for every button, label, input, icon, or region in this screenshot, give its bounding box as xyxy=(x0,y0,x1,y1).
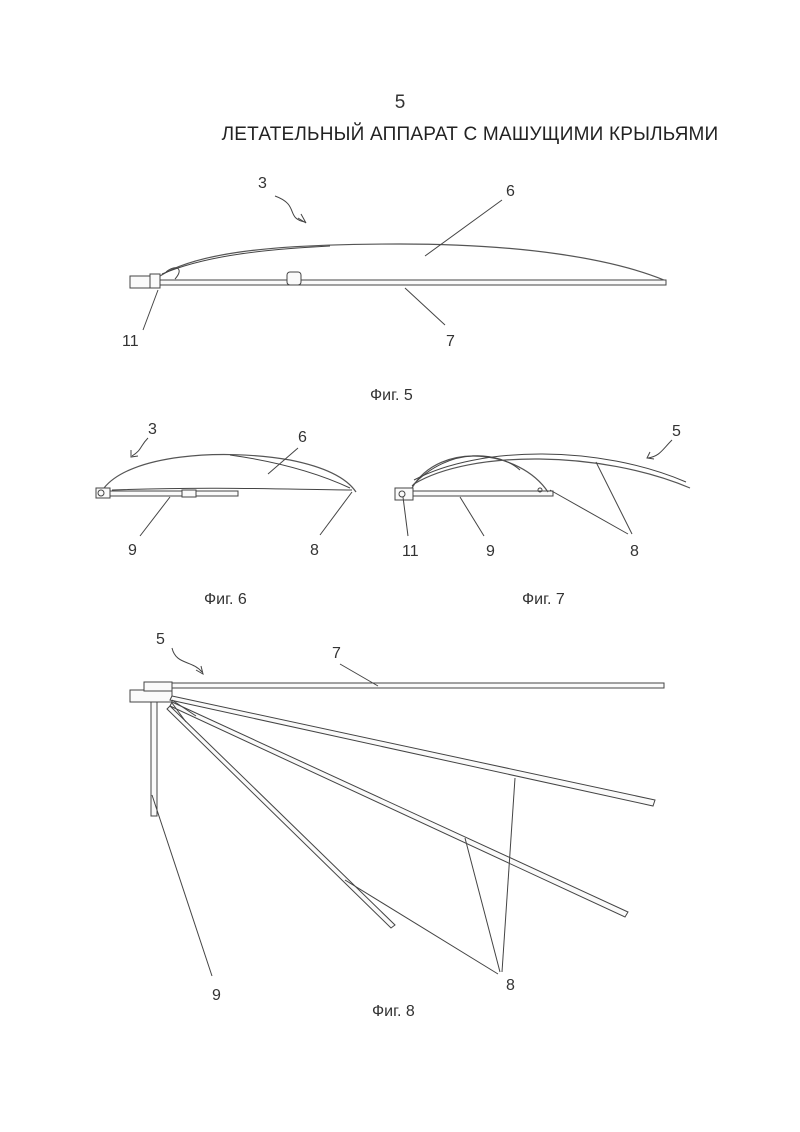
fig7-rib-1 xyxy=(411,455,549,493)
fig7-hub xyxy=(394,487,414,501)
fig6-label-8: 8 xyxy=(310,542,319,559)
fig7-rib-end xyxy=(537,487,543,493)
fig6-leader-9 xyxy=(139,496,171,537)
fig7-pivot xyxy=(398,490,406,498)
fig8-rib-1 xyxy=(169,695,656,807)
fig7-arrowhead-5 xyxy=(646,451,655,460)
fig7-leader-8b xyxy=(549,489,629,535)
fig5-spar xyxy=(151,279,667,286)
fig5-caption: Фиг. 5 xyxy=(370,387,413,404)
fig8-rod-9 xyxy=(150,701,158,817)
fig8-label-9: 9 xyxy=(212,987,221,1004)
fig6-caption: Фиг. 6 xyxy=(204,591,247,608)
fig8-leader-8c xyxy=(344,879,499,975)
fig7-spar xyxy=(412,490,554,497)
fig8-caption: Фиг. 8 xyxy=(372,1003,415,1020)
fig7-label-11: 11 xyxy=(402,543,419,560)
fig8-hub-top xyxy=(143,681,173,692)
fig5-leader-11 xyxy=(142,289,159,331)
fig6-leader-8 xyxy=(319,491,353,536)
fig7-label-9: 9 xyxy=(486,543,495,560)
fig8-leader-8b xyxy=(464,837,501,973)
fig6-label-9: 9 xyxy=(128,542,137,559)
fig6-membrane-rib xyxy=(229,454,351,489)
fig8-hub-stroke-1 xyxy=(171,699,197,717)
fig8-rib-3 xyxy=(166,705,396,929)
fig7-leader-9 xyxy=(459,496,485,537)
fig5-label-7: 7 xyxy=(446,333,455,350)
fig6-ref-arrow-3 xyxy=(131,437,149,457)
fig5-hub xyxy=(129,275,153,289)
fig8-ref-arrow-5 xyxy=(171,647,203,673)
fig6-label-3: 3 xyxy=(148,421,157,438)
figure-8: 5 7 8 9 Фиг. 8 xyxy=(129,631,665,1020)
fig8-leader-7 xyxy=(339,663,379,687)
fig7-leader-11 xyxy=(402,496,409,537)
fig8-leader-8a xyxy=(501,777,516,973)
fig6-spar xyxy=(109,490,239,497)
fig6-arrowhead-3 xyxy=(130,450,139,458)
fig7-label-8: 8 xyxy=(630,543,639,560)
fig6-membrane-edge xyxy=(103,453,357,493)
fig7-rib-4 xyxy=(413,453,687,483)
figure-5: 3 6 7 11 Фиг. 5 xyxy=(122,175,667,404)
fig6-pivot xyxy=(97,489,105,497)
fig8-hub xyxy=(129,689,173,703)
page-title: ЛЕТАТЕЛЬНЫЙ АППАРАТ С МАШУЩИМИ КРЫЛЬЯМИ xyxy=(221,124,719,145)
fig7-leader-8a xyxy=(595,461,633,535)
fig8-spar xyxy=(171,682,665,689)
fig5-membrane-rib xyxy=(161,245,331,275)
fig5-arrowhead-3 xyxy=(297,213,307,224)
fig8-hub-stroke-2 xyxy=(171,702,187,723)
fig6-rod-8 xyxy=(111,487,353,491)
fig5-leader-7 xyxy=(404,287,446,326)
fig8-label-7: 7 xyxy=(332,645,341,662)
figure-6: 3 6 8 9 Фиг. 6 xyxy=(95,421,357,608)
fig7-caption: Фиг. 7 xyxy=(522,591,565,608)
fig6-leader-6 xyxy=(267,447,299,475)
fig5-leader-6 xyxy=(424,199,503,257)
fig8-leader-9 xyxy=(151,794,213,977)
fig8-rib-2 xyxy=(169,701,629,918)
fig5-label-6: 6 xyxy=(506,183,515,200)
fig5-membrane-root xyxy=(165,267,180,280)
fig5-label-11: 11 xyxy=(122,333,139,350)
fig5-hub-joint xyxy=(149,273,161,289)
fig5-ref-arrow-3 xyxy=(274,195,306,223)
fig8-label-5: 5 xyxy=(156,631,165,648)
fig6-label-6: 6 xyxy=(298,429,307,446)
figure-7: 5 8 9 11 Фиг. 7 xyxy=(394,423,691,608)
fig7-ref-arrow-5 xyxy=(647,439,673,459)
fig5-clamp xyxy=(286,271,302,286)
fig8-arrowhead-5 xyxy=(195,665,204,676)
fig8-label-8: 8 xyxy=(506,977,515,994)
fig5-label-3: 3 xyxy=(258,175,267,192)
fig7-label-5: 5 xyxy=(672,423,681,440)
fig5-membrane-edge xyxy=(159,243,665,281)
fig6-clamp xyxy=(181,489,197,498)
fig7-rib-3 xyxy=(413,458,691,489)
page-number: 5 xyxy=(394,92,406,113)
